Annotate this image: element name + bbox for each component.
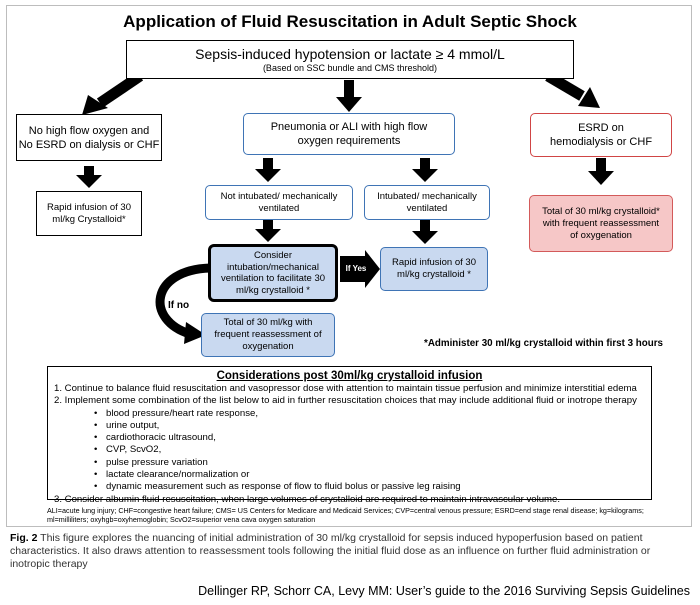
right-branch-header: ESRD on hemodialysis or CHF bbox=[530, 113, 672, 157]
left-branch-header: No high flow oxygen and No ESRD on dialy… bbox=[16, 114, 162, 161]
intubated-box: Intubated/ mechanically ventilated bbox=[364, 185, 490, 220]
arrowhead-middle-to-intubated bbox=[412, 169, 438, 182]
considerations-bullet: urine output, bbox=[54, 420, 645, 433]
considerations-item-1: 1. Continue to balance fluid resuscitati… bbox=[54, 383, 637, 394]
intubated-text: Intubated/ mechanically ventilated bbox=[377, 190, 477, 214]
arrowhead-middle-to-not-intubated bbox=[255, 169, 281, 182]
right-total-reassess-box: Total of 30 ml/kg crystalloid* with freq… bbox=[529, 195, 673, 252]
figure-caption-label: Fig. 2 bbox=[10, 532, 38, 544]
arrowhead-not-intubated-to-consider bbox=[255, 229, 281, 242]
citation: Dellinger RP, Schorr CA, Levy MM: User’s… bbox=[198, 584, 690, 598]
arrowhead-top-to-right bbox=[578, 87, 600, 108]
considerations-bullet: lactate clearance/normalization or bbox=[54, 469, 645, 482]
considerations-item-3: 3. Consider albumin fluid resuscitation,… bbox=[54, 493, 561, 505]
considerations-box: Considerations post 30ml/kg crystalloid … bbox=[47, 366, 652, 505]
considerations-bullet: pulse pressure variation bbox=[54, 457, 645, 470]
considerations-title: Considerations post 30ml/kg crystalloid … bbox=[216, 370, 483, 382]
top-criteria-text: Sepsis-induced hypotension or lactate ≥ … bbox=[195, 45, 505, 62]
considerations-bullet: blood pressure/heart rate response, bbox=[54, 408, 645, 421]
arrow-top-to-right bbox=[545, 71, 585, 101]
arrowhead-intubated-to-rapid bbox=[412, 231, 438, 244]
middle-rapid-infusion-text: Rapid infusion of 30 ml/kg crystalloid * bbox=[392, 257, 476, 280]
middle-rapid-infusion-box: Rapid infusion of 30 ml/kg crystalloid * bbox=[380, 247, 488, 291]
arrow-top-to-left bbox=[96, 71, 144, 108]
arrow-not-intubated-to-consider bbox=[263, 220, 273, 230]
arrow-middle-to-intubated bbox=[420, 158, 430, 170]
arrowhead-if-no bbox=[184, 322, 206, 344]
arrow-top-to-middle bbox=[344, 80, 354, 98]
if-yes-label: If Yes bbox=[345, 264, 367, 273]
arrow-if-no bbox=[155, 263, 211, 339]
arrow-right-down bbox=[596, 158, 606, 172]
middle-branch-header-text: Pneumonia or ALI with high flow oxygen r… bbox=[270, 121, 428, 147]
total-reassess-text: Total of 30 ml/kg with frequent reassess… bbox=[214, 317, 322, 352]
middle-branch-header: Pneumonia or ALI with high flow oxygen r… bbox=[243, 113, 455, 155]
arrowhead-top-to-left bbox=[82, 95, 108, 115]
not-intubated-box: Not intubated/ mechanically ventilated bbox=[205, 185, 353, 220]
arrow-intubated-to-rapid bbox=[420, 220, 430, 232]
diagram-title: Application of Fluid Resuscitation in Ad… bbox=[123, 12, 577, 31]
arrow-left-down bbox=[84, 166, 94, 176]
consider-intubation-box: Consider intubation/mechanical ventilati… bbox=[208, 244, 338, 302]
arrowhead-top-to-middle bbox=[336, 97, 362, 112]
if-no-label: If no bbox=[168, 300, 190, 311]
figure-frame bbox=[6, 5, 692, 527]
total-reassess-box: Total of 30 ml/kg with frequent reassess… bbox=[201, 313, 335, 357]
arrowhead-if-yes bbox=[365, 250, 380, 288]
top-criteria-box: Sepsis-induced hypotension or lactate ≥ … bbox=[126, 40, 574, 79]
left-rapid-infusion-text: Rapid infusion of 30 ml/kg Crystalloid* bbox=[47, 201, 131, 225]
arrow-middle-to-not-intubated bbox=[263, 158, 273, 170]
arrow-if-yes bbox=[340, 256, 366, 282]
right-branch-header-text: ESRD on hemodialysis or CHF bbox=[549, 122, 653, 148]
considerations-bullet: cardiothoracic ultrasound, bbox=[54, 432, 645, 445]
left-rapid-infusion-box: Rapid infusion of 30 ml/kg Crystalloid* bbox=[36, 191, 142, 236]
figure-caption-text: This figure explores the nuancing of ini… bbox=[10, 532, 651, 570]
considerations-item-2: 2. Implement some combination of the lis… bbox=[54, 395, 637, 407]
arrowhead-right-down bbox=[588, 171, 614, 185]
considerations-bullet: dynamic measurement such as response of … bbox=[54, 481, 645, 494]
abbreviations-legend: ALI=acute lung injury; CHF=congestive he… bbox=[47, 506, 644, 524]
not-intubated-text: Not intubated/ mechanically ventilated bbox=[220, 190, 338, 214]
arrowhead-left-down bbox=[76, 175, 102, 188]
considerations-bullet: CVP, ScvO2, bbox=[54, 444, 645, 457]
figure-caption: Fig. 2 This figure explores the nuancing… bbox=[10, 532, 690, 571]
top-criteria-subtext: (Based on SSC bundle and CMS threshold) bbox=[262, 62, 438, 73]
left-branch-header-line1: No high flow oxygen and bbox=[28, 124, 150, 137]
administration-note: *Administer 30 ml/kg crystalloid within … bbox=[424, 338, 663, 349]
right-total-reassess-text: Total of 30 ml/kg crystalloid* with freq… bbox=[542, 205, 660, 241]
left-branch-header-line2: No ESRD on dialysis or CHF bbox=[18, 138, 160, 151]
consider-intubation-text: Consider intubation/mechanical ventilati… bbox=[220, 250, 326, 296]
